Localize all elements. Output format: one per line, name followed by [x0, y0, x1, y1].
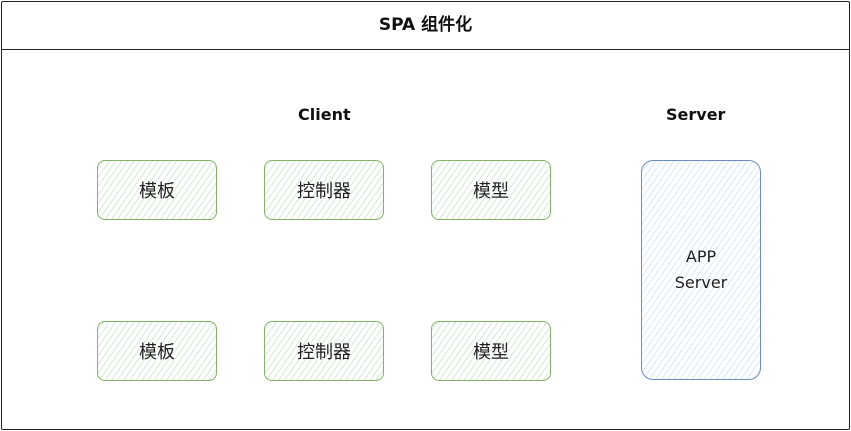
server-label: Server [666, 105, 726, 124]
template-box: 模板 [97, 321, 217, 381]
model-box: 模型 [431, 160, 551, 220]
app-server-line2: Server [674, 273, 728, 292]
controller-box: 控制器 [264, 160, 384, 220]
client-label: Client [298, 105, 351, 124]
diagram-title: SPA 组件化 [1, 1, 850, 50]
app-server-line1: APP [685, 247, 717, 266]
model-box: 模型 [431, 321, 551, 381]
controller-box: 控制器 [264, 321, 384, 381]
template-box: 模板 [97, 160, 217, 220]
app-server-box: APP Server [641, 160, 761, 380]
